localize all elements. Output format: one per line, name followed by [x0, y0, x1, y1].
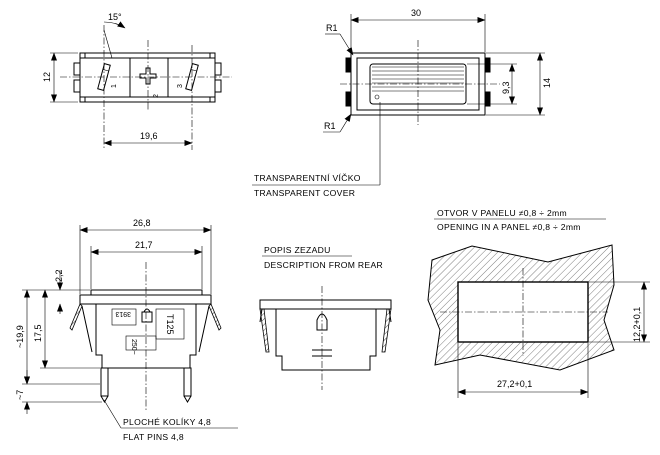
total-height-dimension: ~19,9 — [15, 325, 25, 348]
panel-cutout: OTVOR V PANELU ≠0,8 ÷ 2mm OPENING IN A P… — [427, 208, 650, 398]
width-dimension: 19,6 — [140, 131, 158, 141]
pin-3-label: 3 — [177, 84, 184, 88]
panel-label-cz: OTVOR V PANELU ≠0,8 ÷ 2mm — [437, 208, 567, 218]
pin-1-label: 1 — [111, 84, 118, 88]
inner-width-dimension: 21,7 — [135, 240, 153, 250]
panel-label-en: OPENING IN A PANEL ≠0,8 ÷ 2mm — [437, 222, 581, 232]
marking-code: 3913 — [115, 310, 131, 317]
flange-dimension: 2,2 — [54, 269, 64, 282]
transparent-cover-label-cz: TRANSPARENTNÍ VÍČKO — [254, 173, 361, 183]
cover-view: 30 9,3 14 R1 R1 TRANSPARENTNÍ VÍČKO TRAN… — [252, 8, 552, 198]
angle-dimension: 15° — [108, 12, 122, 22]
top-view: 1 2 3 15° 12 19,6 — [42, 12, 232, 150]
pin-length-dimension: ~7 — [15, 390, 25, 400]
flat-pins-label-cz: PLOCHÉ KOLÍKY 4,8 — [123, 417, 211, 427]
transparent-cover-label-en: TRANSPARENT COVER — [254, 188, 355, 198]
marking-rating: T125 — [165, 314, 175, 335]
radius-top-label: R1 — [326, 23, 338, 33]
cutout-height-dimension: 12,2+0,1 — [632, 307, 642, 342]
side-view: 3913 T125 250~ 26,8 21,7 2,2 ~19,9 — [15, 218, 238, 442]
rear-view-label-en: DESCRIPTION FROM REAR — [264, 260, 383, 270]
body-height-dimension: 17,5 — [33, 324, 43, 342]
cover-height-dimension: 14 — [542, 78, 552, 88]
marking-voltage: 250~ — [130, 339, 137, 355]
cutout-width-dimension: 27,2+0,1 — [497, 379, 532, 389]
flat-pins-label-en: FLAT PINS 4,8 — [123, 432, 184, 442]
cover-inner-dimension: 9,3 — [501, 81, 511, 94]
rear-view-label-cz: POPIS ZEZADU — [264, 245, 331, 255]
height-dimension: 12 — [42, 72, 52, 82]
rear-view: POPIS ZEZADU DESCRIPTION FROM REAR — [259, 245, 392, 390]
pin-2-label: 2 — [153, 94, 160, 98]
radius-bottom-label: R1 — [324, 121, 336, 131]
outer-width-dimension: 26,8 — [133, 218, 151, 228]
cover-width-dimension: 30 — [411, 8, 421, 18]
